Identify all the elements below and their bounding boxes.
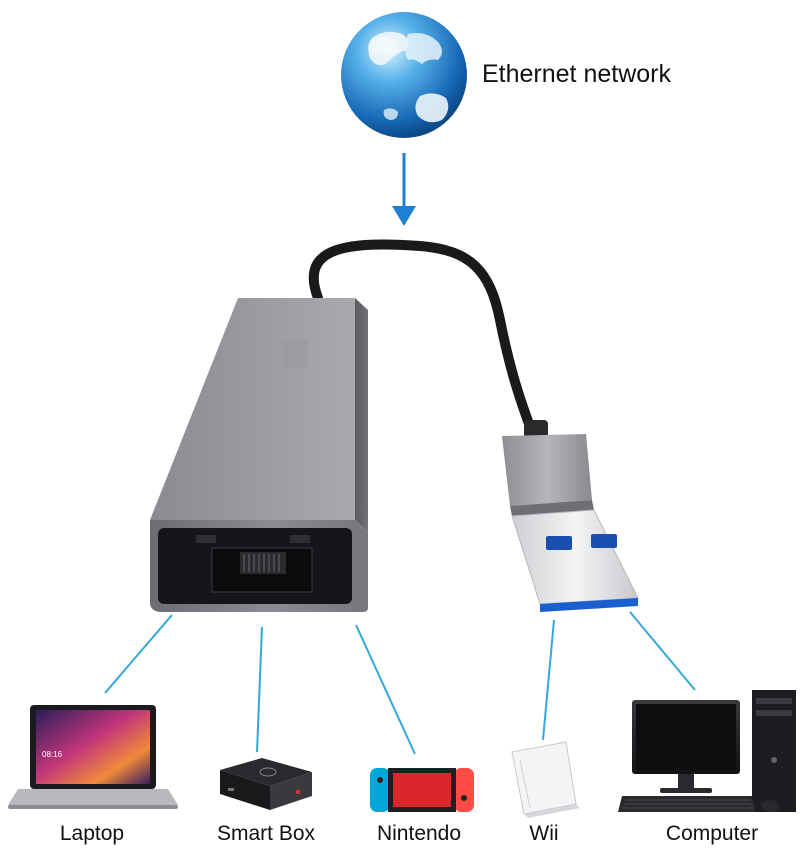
- nintendo-switch-icon: [370, 768, 474, 812]
- wii-icon: [511, 741, 580, 818]
- smart-box-icon: [220, 758, 312, 810]
- ethernet-adapter: [150, 298, 368, 612]
- line-to-computer: [629, 611, 696, 691]
- smart-box-label: Smart Box: [216, 822, 316, 845]
- line-to-laptop: [104, 614, 173, 694]
- line-to-wii: [542, 619, 555, 741]
- laptop-icon: 08:16: [8, 705, 178, 809]
- line-to-smart-box: [256, 626, 263, 753]
- usb-cable: [308, 239, 537, 437]
- down-arrow-icon: [392, 153, 416, 226]
- laptop-screen-time: 08:16: [42, 750, 63, 759]
- line-to-nintendo: [355, 624, 416, 755]
- desktop-computer-icon: [618, 690, 796, 812]
- ethernet-network-label: Ethernet network: [482, 60, 671, 88]
- wii-label: Wii: [529, 822, 559, 845]
- connector-lines: [104, 611, 696, 755]
- nintendo-label: Nintendo: [376, 822, 462, 845]
- rj45-port: [158, 528, 352, 604]
- laptop-label: Laptop: [59, 822, 125, 845]
- computer-label: Computer: [665, 822, 759, 845]
- globe-icon: [341, 12, 467, 138]
- usb-a-plug: [502, 420, 639, 612]
